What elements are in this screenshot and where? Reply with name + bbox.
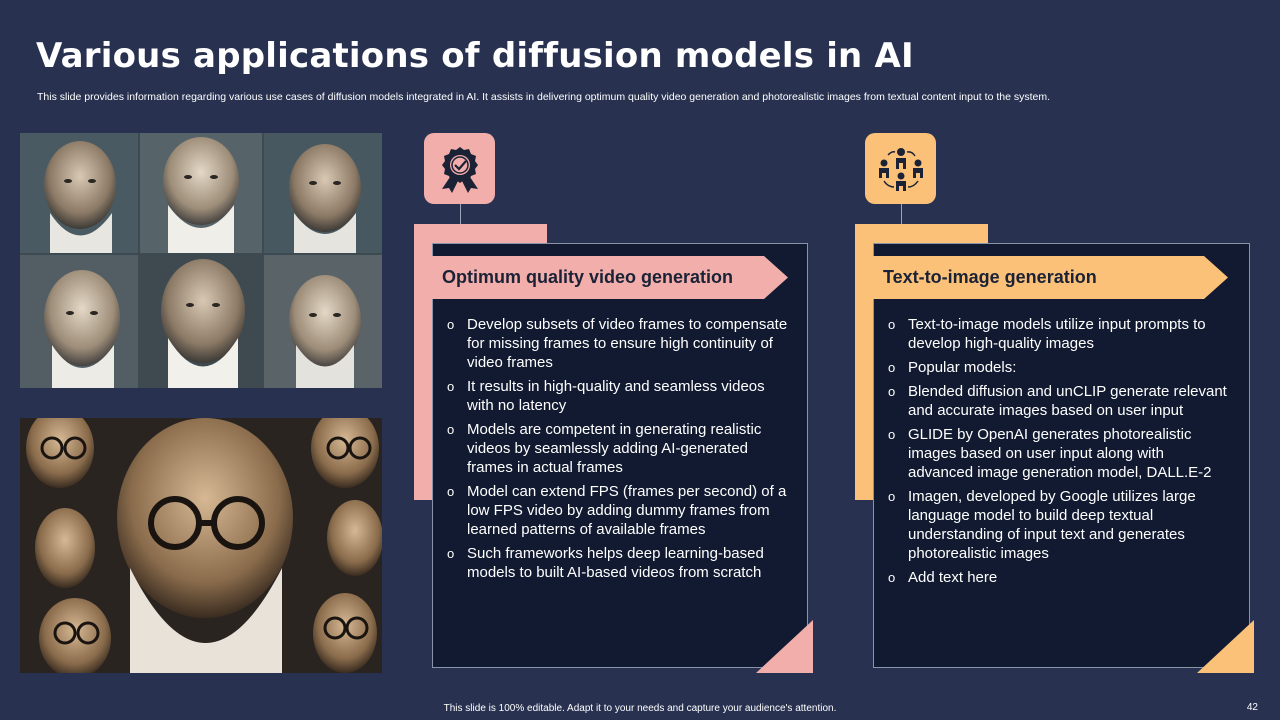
card-1-connector <box>460 204 461 224</box>
people-network-icon <box>878 147 923 191</box>
card-1 <box>432 243 808 668</box>
slide-title: Various applications of diffusion models… <box>36 36 914 76</box>
slide-subtitle: This slide provides information regardin… <box>37 91 1051 103</box>
card-2-corner-fold <box>1197 620 1254 673</box>
card-1-header: Optimum quality video generation <box>432 256 788 299</box>
card-1-corner-fold <box>756 620 813 673</box>
page-number: 42 <box>1246 702 1258 713</box>
card-1-icon-box <box>424 133 495 204</box>
card-2-header-text: Text-to-image generation <box>883 267 1097 287</box>
card-1-header-text: Optimum quality video generation <box>442 267 734 287</box>
slide-footer: This slide is 100% editable. Adapt it to… <box>443 703 837 714</box>
portrait-grid-image <box>20 133 382 388</box>
card-2-icon-box <box>865 133 936 204</box>
portrait-collage-image <box>20 418 382 673</box>
award-badge-icon <box>441 146 478 193</box>
card-2 <box>873 243 1250 668</box>
card-2-connector <box>901 204 902 224</box>
card-2-header: Text-to-image generation <box>873 256 1228 299</box>
